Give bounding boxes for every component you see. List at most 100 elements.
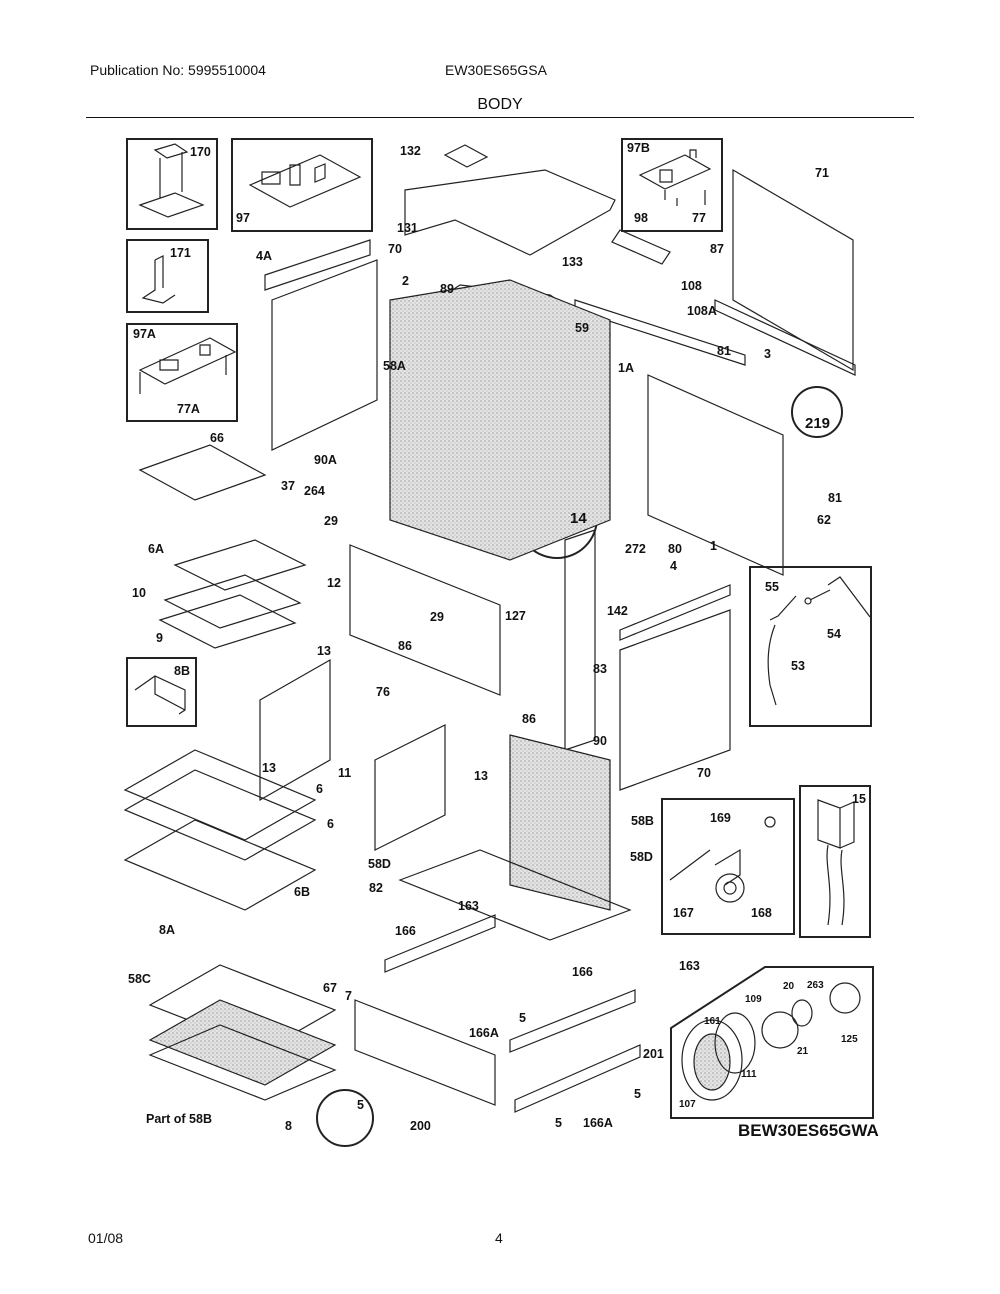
inset-box-171 (126, 239, 209, 313)
publication-number: Publication No: 5995510004 (90, 62, 266, 78)
callout-29b: 29 (430, 610, 444, 624)
callout-6b: 6 (327, 817, 334, 831)
callout-71: 71 (815, 166, 829, 180)
callout-168: 168 (751, 906, 772, 920)
callout-67: 67 (323, 981, 337, 995)
inset-box-168 (661, 798, 795, 935)
callout-1: 1 (710, 539, 717, 553)
callout-89: 89 (440, 282, 454, 296)
callout-80: 80 (668, 542, 682, 556)
part-1-back-panel (647, 374, 784, 576)
callout-167: 167 (673, 906, 694, 920)
footer-page-number: 4 (495, 1230, 503, 1246)
callout-97b: 97B (627, 141, 650, 155)
callout-90: 90 (593, 734, 607, 748)
part-4A-rail (264, 239, 371, 291)
part-10-9-broil-pan (158, 574, 302, 649)
part-11-rack-support-right (374, 724, 446, 851)
callout-58da: 58D (368, 857, 391, 871)
part-58C-insulation (148, 999, 337, 1086)
part-8-cover (148, 1024, 337, 1101)
callout-166aa: 166A (469, 1026, 499, 1040)
callout-111: 111 (741, 1069, 757, 1080)
callout-166b: 166 (572, 965, 593, 979)
callout-6a: 6A (148, 542, 164, 556)
footer-date: 01/08 (88, 1230, 124, 1246)
callout-86a: 86 (398, 639, 412, 653)
callout-83: 83 (593, 662, 607, 676)
callout-12: 12 (327, 576, 341, 590)
callout-161: 161 (704, 1016, 721, 1027)
callout-87: 87 (710, 242, 724, 256)
callout-77: 77 (692, 211, 706, 225)
callout-8a: 8A (159, 923, 175, 937)
callout-97a: 97A (133, 327, 156, 341)
inset-box-97 (231, 138, 373, 232)
callout-86b: 86 (522, 712, 536, 726)
callout-142: 142 (607, 604, 628, 618)
detail-circle-5 (316, 1089, 374, 1147)
callout-163b: 163 (679, 959, 700, 973)
callout-4a: 4A (256, 249, 272, 263)
callout-6b: 6B (294, 885, 310, 899)
callout-108: 108 (681, 279, 702, 293)
callout-55: 55 (765, 580, 779, 594)
callout-6a: 6 (316, 782, 323, 796)
callout-77a: 77A (177, 402, 200, 416)
part-132 (443, 144, 489, 168)
callout-62: 62 (817, 513, 831, 527)
part-66-bake-element (138, 444, 267, 501)
part-82-lower-frame (398, 849, 632, 941)
inset-box-170 (126, 138, 218, 230)
callout-8: 8 (285, 1119, 292, 1133)
inset-box-15 (799, 785, 871, 938)
callout-5b: 5 (634, 1087, 641, 1101)
part-70-side-panel (271, 259, 378, 451)
part-71-back-panel (732, 168, 854, 372)
callout-264: 264 (304, 484, 325, 498)
part-200-drawer-frame (354, 999, 496, 1106)
callout-58b: 58B (631, 814, 654, 828)
callout-4: 4 (670, 559, 677, 573)
callout-70a: 70 (388, 242, 402, 256)
callout-166a: 166 (395, 924, 416, 938)
callout-37: 37 (281, 479, 295, 493)
part-6-racks (123, 749, 317, 911)
callout-15: 15 (852, 792, 866, 806)
callout-58a: 58A (383, 359, 406, 373)
callout-11: 11 (338, 766, 352, 780)
callout-98: 98 (634, 211, 648, 225)
callout-2: 2 (402, 274, 409, 288)
inset-box-fan (670, 966, 874, 1119)
callout-54: 54 (827, 627, 841, 641)
callout-131: 131 (397, 221, 418, 235)
callout-66: 66 (210, 431, 224, 445)
callout-133: 133 (562, 255, 583, 269)
callout-263: 263 (807, 980, 824, 991)
callout-3: 3 (764, 347, 771, 361)
part-11-rack-support-left (259, 658, 331, 802)
callout-81a: 81 (717, 344, 731, 358)
callout-10: 10 (132, 586, 146, 600)
callout-171: 171 (170, 246, 191, 260)
callout-76: 76 (376, 685, 390, 699)
diagram-model-code: BEW30ES65GWA (738, 1121, 879, 1140)
callout-13a: 13 (317, 644, 331, 658)
header-rule (86, 117, 914, 118)
callout-81b: 81 (828, 491, 842, 505)
callout-170: 170 (190, 145, 211, 159)
part-58B-insulation (509, 734, 611, 911)
callout-20: 20 (783, 981, 795, 992)
part-131-top-panel (404, 169, 616, 256)
part-76-front-frame (349, 544, 501, 696)
callout-90a: 90A (314, 453, 337, 467)
part-4-rail (619, 584, 731, 641)
callout-21: 21 (797, 1046, 809, 1057)
inset-box-97B (621, 138, 723, 232)
callout-109: 109 (745, 994, 762, 1005)
part-166-slide (384, 914, 496, 973)
callout-14: 14 (570, 510, 587, 527)
part-108 (611, 229, 671, 265)
callout-163a: 163 (458, 899, 479, 913)
